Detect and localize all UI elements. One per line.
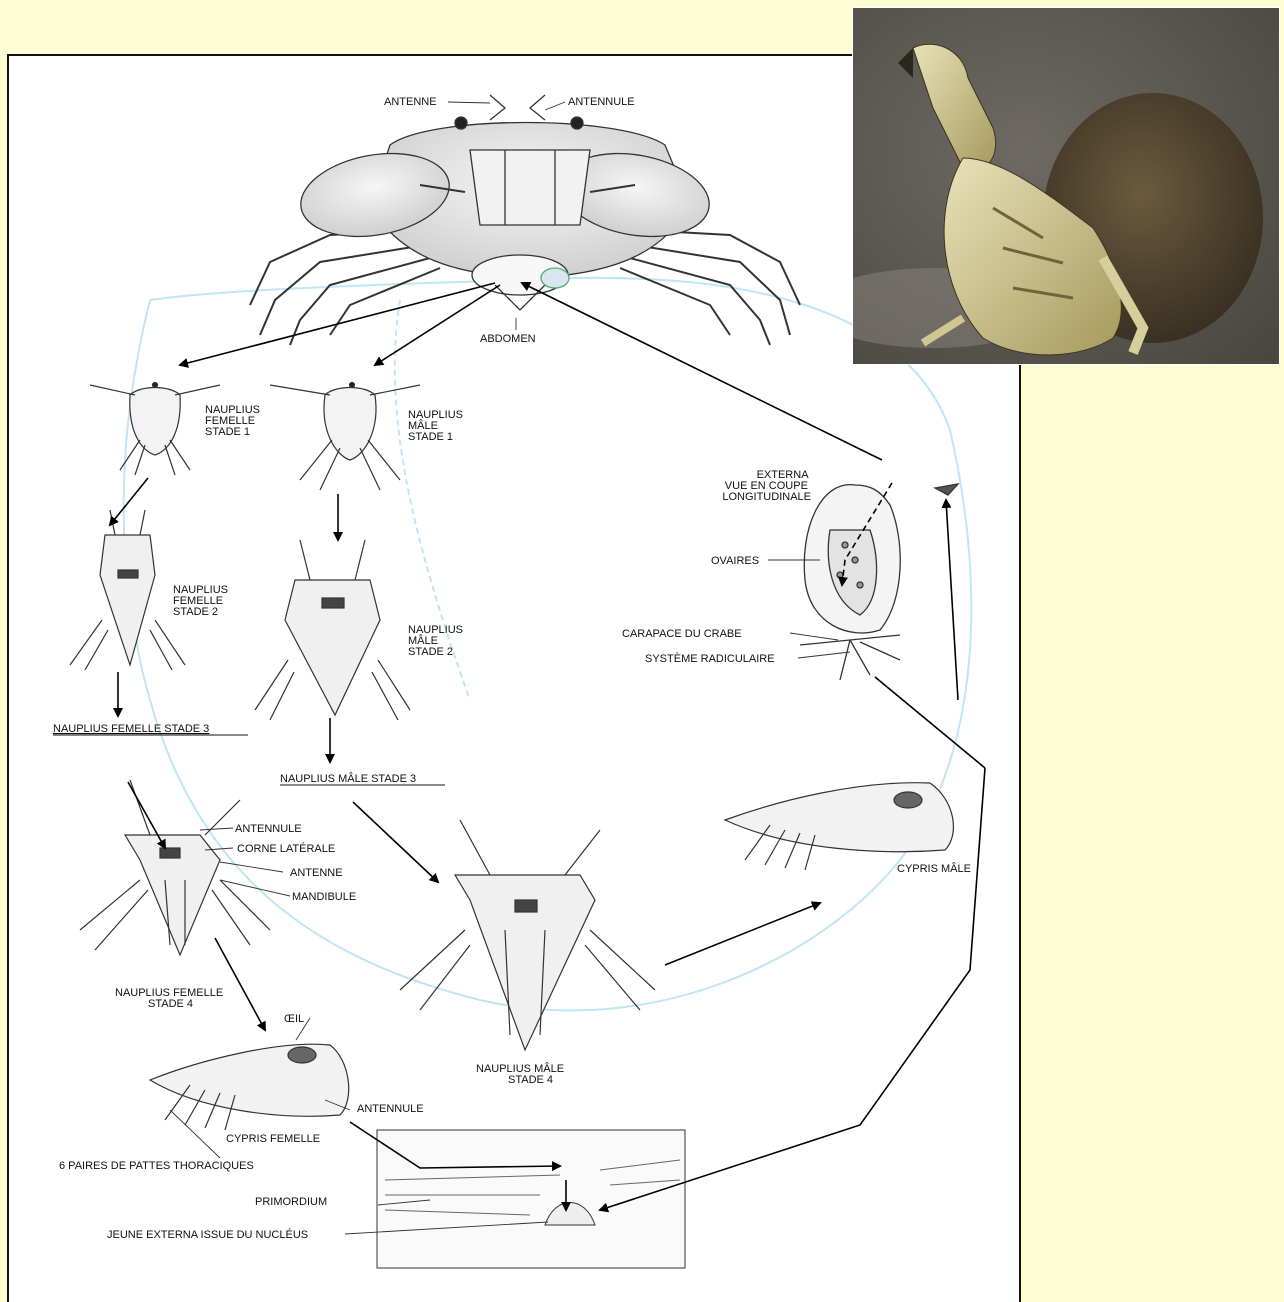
label-cypris-femelle: CYPRIS FEMELLE bbox=[226, 1133, 320, 1145]
label-ovaires: OVAIRES bbox=[711, 555, 759, 567]
nauplius-male-stage1-illustration bbox=[270, 383, 420, 491]
label-corne-laterale: CORNE LATÉRALE bbox=[237, 842, 335, 855]
label-antennule-f4: ANTENNULE bbox=[235, 823, 302, 835]
parasitized-crab-photo bbox=[852, 7, 1280, 365]
label-antenne-top: ANTENNE bbox=[384, 96, 437, 108]
label-abdomen: ABDOMEN bbox=[480, 333, 536, 345]
label-mandibule: MANDIBULE bbox=[292, 891, 356, 903]
label-nauplius-femelle-2: NAUPLIUS FEMELLE STADE 2 bbox=[173, 584, 231, 618]
label-cypris-male: CYPRIS MÂLE bbox=[897, 862, 971, 875]
nauplius-female-stage1-illustration bbox=[90, 383, 220, 476]
externa-cross-section-illustration bbox=[800, 484, 958, 680]
cypris-female-illustration bbox=[150, 1044, 349, 1130]
label-antennule-top: ANTENNULE bbox=[568, 96, 635, 108]
label-carapace: CARAPACE DU CRABE bbox=[622, 628, 742, 640]
label-systeme: SYSTÈME RADICULAIRE bbox=[645, 652, 775, 665]
label-nauplius-male-2: NAUPLIUS MÂLE STADE 2 bbox=[408, 624, 466, 658]
label-nauplius-femelle-3: NAUPLIUS FEMELLE STADE 3 bbox=[53, 723, 209, 735]
cypris-male-illustration bbox=[725, 783, 953, 870]
label-nauplius-male-4: NAUPLIUS MÂLE STADE 4 bbox=[476, 1062, 567, 1086]
nauplius-female-stage2-illustration bbox=[70, 510, 185, 670]
label-antennule-cypris: ANTENNULE bbox=[357, 1103, 424, 1115]
label-nauplius-femelle-4: NAUPLIUS FEMELLE STADE 4 bbox=[115, 987, 226, 1010]
label-pattes: 6 PAIRES DE PATTES THORACIQUES bbox=[59, 1160, 254, 1172]
label-jeune-externa: JEUNE EXTERNA ISSUE DU NUCLÉUS bbox=[107, 1228, 308, 1241]
photo-rendering bbox=[853, 8, 1280, 365]
nauplius-male-stage4-illustration bbox=[400, 820, 655, 1050]
label-antenne-f4: ANTENNE bbox=[290, 867, 343, 879]
adult-crab-illustration bbox=[250, 95, 800, 345]
label-nauplius-femelle-1: NAUPLIUS FEMELLE STADE 1 bbox=[205, 404, 263, 438]
nauplius-male-stage2-illustration bbox=[255, 540, 410, 720]
label-nauplius-male-1: NAUPLIUS MÂLE STADE 1 bbox=[408, 409, 466, 443]
label-primordium: PRIMORDIUM bbox=[255, 1196, 327, 1208]
inset-crab-underside bbox=[377, 1130, 685, 1268]
nauplius-female-stage4-illustration bbox=[80, 780, 270, 955]
label-nauplius-male-3: NAUPLIUS MÂLE STADE 3 bbox=[280, 772, 416, 785]
label-oeil: ŒIL bbox=[284, 1013, 304, 1025]
label-externa: EXTERNA VUE EN COUPE LONGITUDINALE bbox=[722, 469, 811, 503]
